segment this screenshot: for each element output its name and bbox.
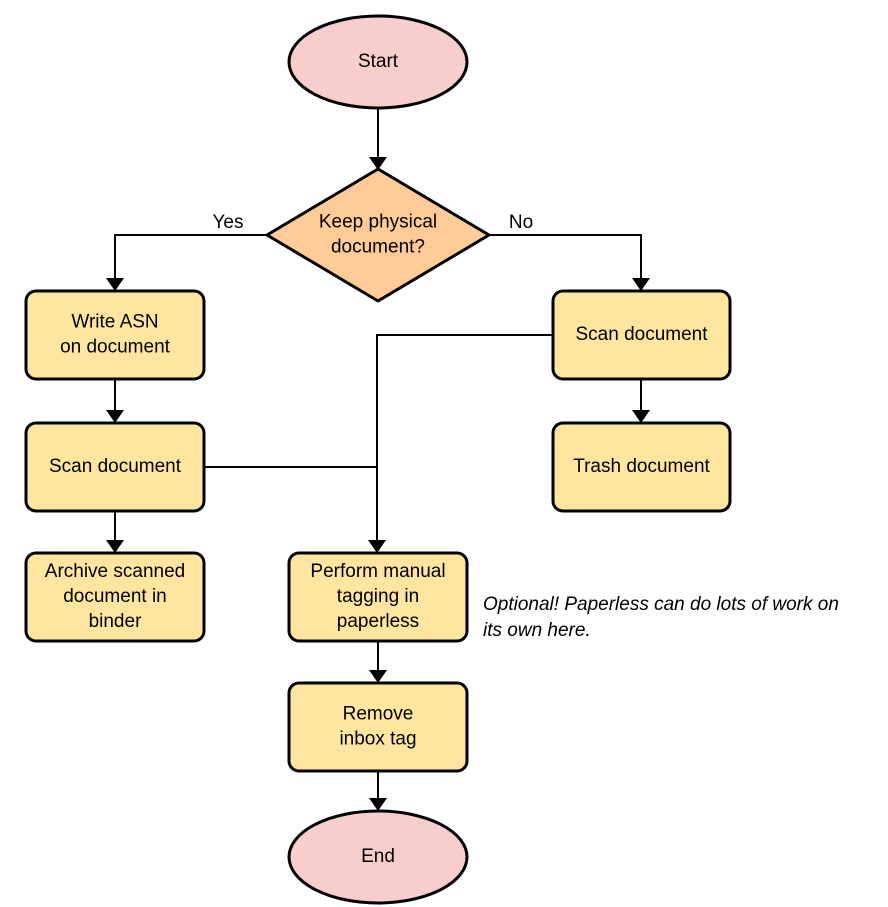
edge-line (376, 334, 553, 545)
arrowhead-icon (106, 540, 124, 553)
edges-layer: Yes No (106, 108, 650, 811)
terminator-shape[interactable] (287, 809, 469, 905)
process-shape[interactable] (24, 551, 206, 643)
node-trash[interactable]: Trash document (551, 421, 732, 513)
process-shape[interactable] (551, 289, 732, 381)
edge-line (114, 234, 267, 283)
arrowhead-icon (369, 670, 387, 683)
process-shape[interactable] (287, 681, 469, 773)
node-start[interactable]: Start (287, 14, 469, 110)
node-label: End (361, 846, 395, 867)
node-decision[interactable]: Keep physical document? (265, 167, 491, 303)
process-shape[interactable] (24, 421, 206, 513)
edge-scan-right-to-trash (632, 379, 650, 423)
node-label: Keep physical (319, 212, 437, 233)
node-label: Remove (343, 704, 414, 725)
node-scan-right[interactable]: Scan document (551, 289, 732, 381)
node-archive-binder[interactable]: Archive scanned document in binder (24, 551, 206, 643)
edge-start-to-decision (369, 108, 387, 170)
annotation-optional-note: Optional! Paperless can do lots of work … (483, 594, 839, 641)
node-end[interactable]: End (287, 809, 469, 905)
node-manual-tagging[interactable]: Perform manual tagging in paperless (287, 551, 469, 643)
process-shape[interactable] (24, 289, 206, 381)
node-label: Write ASN (71, 312, 158, 333)
edge-scan-left-to-archive (106, 511, 124, 553)
edge-decision-yes-to-write-asn: Yes (106, 212, 267, 291)
node-label: on document (60, 337, 171, 358)
node-label: paperless (337, 611, 419, 632)
node-label: tagging in (337, 586, 419, 607)
node-label: Scan document (575, 324, 708, 345)
arrowhead-icon (632, 410, 650, 423)
arrowhead-icon (106, 410, 124, 423)
node-label: inbox tag (339, 729, 416, 750)
node-label: Perform manual (310, 561, 445, 582)
edge-remove-inbox-to-end (369, 771, 387, 811)
edge-decision-no-to-scan-right: No (490, 212, 650, 291)
arrowhead-icon (369, 798, 387, 811)
annotations-layer: Optional! Paperless can do lots of work … (483, 594, 839, 641)
annotation-line: Optional! Paperless can do lots of work … (483, 594, 839, 615)
node-label: Scan document (49, 456, 182, 477)
node-label: Start (358, 51, 399, 72)
node-label: binder (89, 611, 142, 632)
edge-line (490, 234, 642, 283)
process-shape[interactable] (551, 421, 732, 513)
edge-scan-right-to-manual-tagging (368, 334, 553, 553)
node-label: document in (63, 586, 167, 607)
arrowhead-icon (106, 278, 124, 291)
edge-manual-tagging-to-remove-inbox (369, 641, 387, 683)
decision-shape[interactable] (265, 167, 491, 303)
edge-label-no: No (509, 212, 533, 233)
arrowhead-icon (368, 540, 386, 553)
arrowhead-icon (369, 157, 387, 170)
process-shape[interactable] (287, 551, 469, 643)
node-write-asn[interactable]: Write ASN on document (24, 289, 206, 381)
terminator-shape[interactable] (287, 14, 469, 110)
edge-label-yes: Yes (213, 212, 244, 233)
node-remove-inbox[interactable]: Remove inbox tag (287, 681, 469, 773)
node-label: Archive scanned (45, 561, 185, 582)
node-label: Trash document (573, 456, 710, 477)
edge-write-asn-to-scan-left (106, 379, 124, 423)
node-label: document? (331, 237, 425, 258)
arrowhead-icon (632, 278, 650, 291)
node-scan-left[interactable]: Scan document (24, 421, 206, 513)
annotation-line: its own here. (483, 620, 591, 641)
